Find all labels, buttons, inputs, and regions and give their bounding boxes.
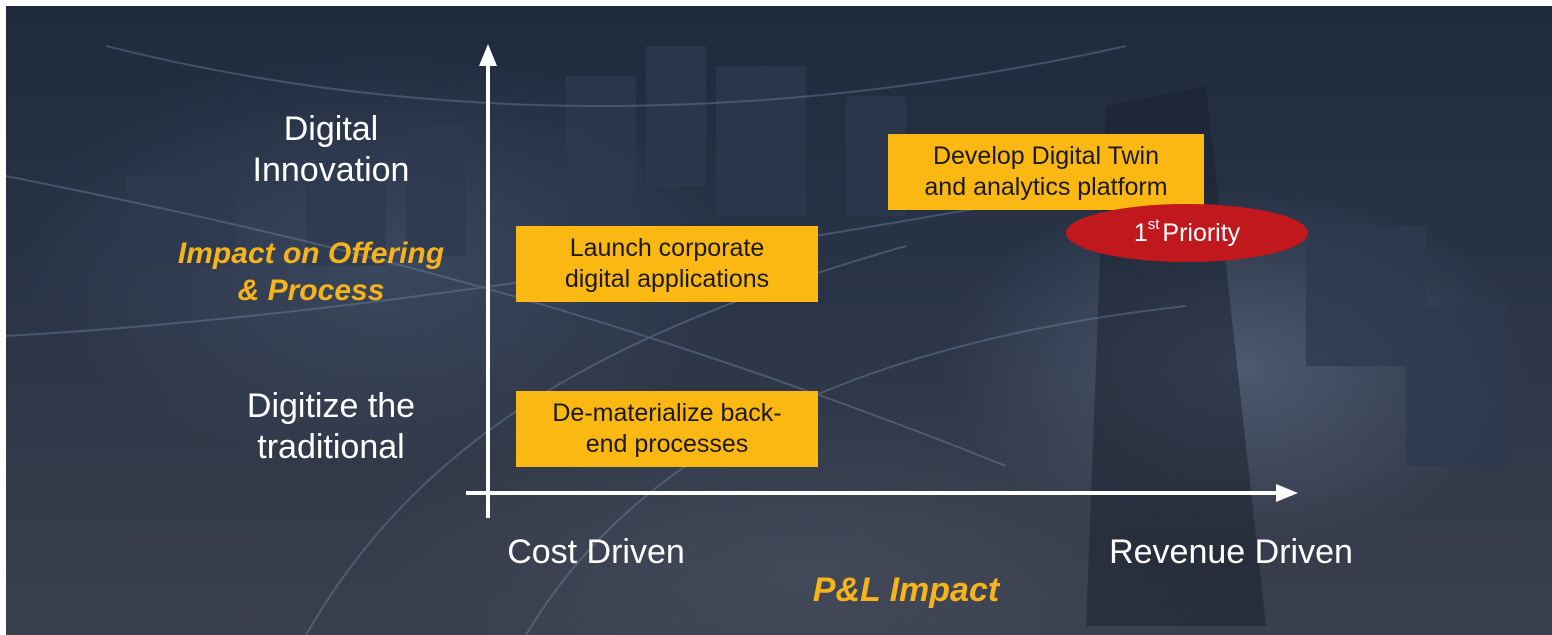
x-axis-left-label: Cost Driven	[507, 533, 685, 571]
background-canvas: Digital Innovation Impact on Offering & …	[6, 6, 1552, 635]
y-axis-top-label: Digital Innovation	[252, 110, 410, 190]
x-axis-right-label: Revenue Driven	[1109, 533, 1353, 571]
x-axis-arrowhead	[1276, 484, 1298, 502]
y-axis-title: Impact on Offering & Process	[177, 237, 445, 307]
y-axis-arrowhead	[479, 44, 497, 66]
initiative-digital-twin: Develop Digital Twin and analytics platf…	[888, 134, 1204, 210]
x-axis-title: P&L Impact	[812, 571, 1000, 609]
y-axis-bottom-label: Digitize the traditional	[246, 387, 416, 467]
initiative-dematerialize: De-materialize back- end processes	[516, 391, 818, 467]
initiative-launch-apps: Launch corporate digital applications	[516, 226, 818, 302]
quadrant-axes	[466, 44, 1298, 518]
